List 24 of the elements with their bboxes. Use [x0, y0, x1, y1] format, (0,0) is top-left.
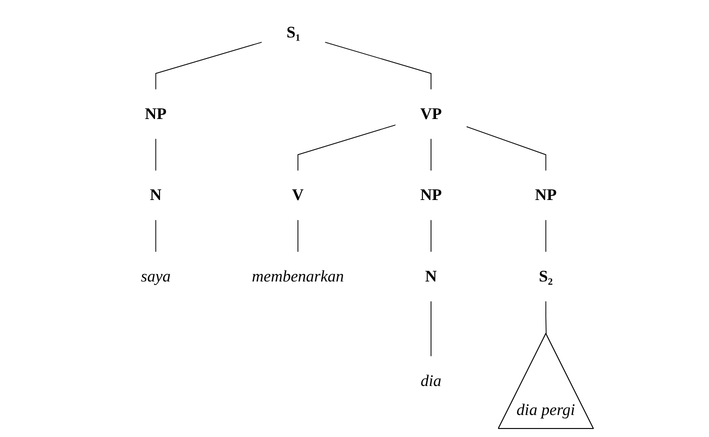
node-text: V: [292, 186, 304, 204]
connector: [154, 219, 156, 253]
node-text: S₁: [286, 24, 300, 42]
connector: [465, 126, 546, 172]
node-text: S₂: [538, 268, 552, 286]
connector: [154, 138, 156, 172]
node-text: dia: [420, 372, 441, 390]
connector: [154, 42, 262, 90]
connector: [297, 124, 396, 172]
node-text: saya: [140, 268, 170, 286]
node-text: membenarkan: [251, 268, 344, 286]
connector: [430, 300, 432, 357]
connector: [430, 219, 432, 253]
node-text: NP: [420, 186, 442, 204]
node-text: NP: [534, 186, 556, 204]
node-text: VP: [420, 105, 442, 124]
connector: [324, 42, 432, 90]
node-text: N: [424, 268, 436, 286]
node-text: N: [149, 186, 162, 204]
connector: [297, 219, 298, 253]
connector: [544, 300, 546, 334]
connector: [544, 219, 546, 253]
node-text: NP: [144, 105, 166, 124]
connector: [430, 138, 432, 172]
